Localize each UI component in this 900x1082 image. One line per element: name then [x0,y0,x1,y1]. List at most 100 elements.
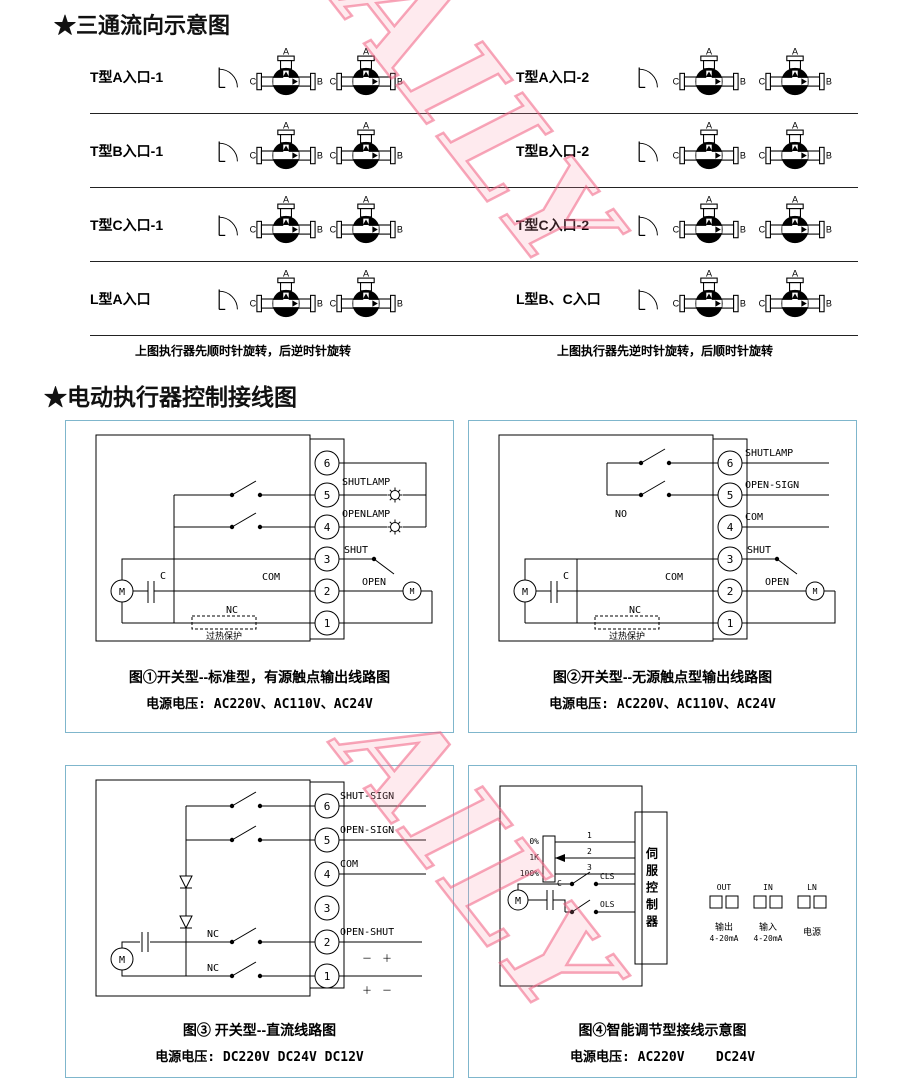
wiring-diagram-1: 6 5 4 3 2 1 SHUTLAMP OPENLAMP SHUT OPEN … [65,420,454,733]
open-sign-label: OPEN-SIGN [340,825,394,836]
valve-port-a-label: A [363,47,370,56]
shut-label: SHUT [344,545,368,556]
rotation-angle-icon [634,212,660,238]
terminal-2: 2 [324,936,331,949]
motor-icon [507,889,529,911]
valve-port-a-label: A [706,269,713,278]
diagram-2-caption: 图②开关型--无源触点型输出线路图 [552,669,773,685]
valve-port-c-label: C [330,76,337,86]
no-label: NO [615,509,627,520]
terminal-2: 2 [727,585,734,598]
valve-port-b-label: B [826,150,832,160]
rotation-angle-icon [634,286,660,312]
servo-controller-box [634,811,668,965]
motor-label: M [119,587,125,598]
terminal-5: 5 [324,489,331,502]
valve-port-c-label: C [673,224,680,234]
motor-label: M [515,896,521,907]
shut-sign-label: SHUT-SIGN [340,791,394,802]
terminal-5: 5 [324,834,331,847]
nc-label: NC [629,605,641,616]
valve-port-b-label: B [740,224,746,234]
flow-label-left: L型A入口 [90,290,151,307]
shut-label: SHUT [747,545,771,556]
flow-caption-left: 上图执行器先顺时针旋转，后逆时针旋转 [135,344,352,358]
capacitor-label: C [563,571,569,582]
valve-port-a-label: A [363,195,370,204]
flow-label-right: T型A入口-2 [516,68,590,85]
diagram-3-caption: 图③ 开关型--直流线路图 [182,1022,337,1038]
terminal-6: 6 [324,800,331,813]
terminal-4: 4 [324,868,331,881]
valve-port-b-label: B [317,76,323,86]
valve-port-c-label: C [759,224,766,234]
servo-controller-label: 伺服控制器 [644,846,659,932]
valve-port-a-label: A [792,47,799,56]
wiring-section-title: ★电动执行器控制接线图 [44,384,297,410]
wiring-schematic-2: 6 5 4 3 2 1 SHUTLAMP OPEN-SIGN COM NO SH… [498,434,836,642]
terminal-5: 5 [727,489,734,502]
valve-port-c-label: C [673,76,680,86]
terminal-6: 6 [727,457,734,470]
ols-label: OLS [600,900,615,909]
valve-port-a-label: A [283,195,290,204]
com-label: COM [262,572,280,583]
terminal-strip [717,450,743,636]
diagram-2-voltage: 电源电压: AC220V、AC110V、AC24V [549,697,776,712]
rotation-angle-icon [214,64,240,90]
capacitor-label: C [160,571,166,582]
terminal-3: 3 [324,553,331,566]
capacitor-label: C [557,879,562,888]
small-motor-label: M [813,587,818,596]
valve-port-c-label: C [673,150,680,160]
shutlamp-label: SHUTLAMP [342,477,390,488]
open-label: OPEN [362,577,386,588]
circuit-wires [95,434,433,642]
flow-caption-right: 上图执行器先逆时针旋转，后顺时针旋转 [557,344,774,358]
valve-port-c-label: C [250,298,257,308]
valve-port-b-label: B [397,150,403,160]
ln-label: LN [807,883,817,892]
com-label: COM [340,859,358,870]
pot-100-label: 100% [520,869,539,878]
valve-port-a-label: A [283,269,290,278]
open-label: OPEN [765,577,789,588]
shutlamp-label: SHUTLAMP [745,448,793,459]
wiring-diagram-2: 6 5 4 3 2 1 SHUTLAMP OPEN-SIGN COM NO SH… [468,420,857,733]
valve-port-a-label: A [363,269,370,278]
switch-contact-dots [638,460,780,562]
valve-port-c-label: C [330,298,337,308]
valve-port-b-label: B [826,224,832,234]
valve-port-a-label: A [283,121,290,130]
valve-port-b-label: B [740,76,746,86]
small-motor-icon [402,581,422,601]
cls-label: CLS [600,872,615,881]
com-top-label: COM [745,512,763,523]
thermal-protection-box [191,615,257,630]
motor-icon [110,579,134,603]
small-motor-icon [805,581,825,601]
valve-port-a-label: A [792,121,799,130]
flow-label-left: T型A入口-1 [90,68,164,85]
small-motor-label: M [410,587,415,596]
valve-port-b-label: B [826,76,832,86]
rotation-angle-icon [634,64,660,90]
nc-label-2: NC [207,963,219,974]
rotation-angle-icon [634,138,660,164]
